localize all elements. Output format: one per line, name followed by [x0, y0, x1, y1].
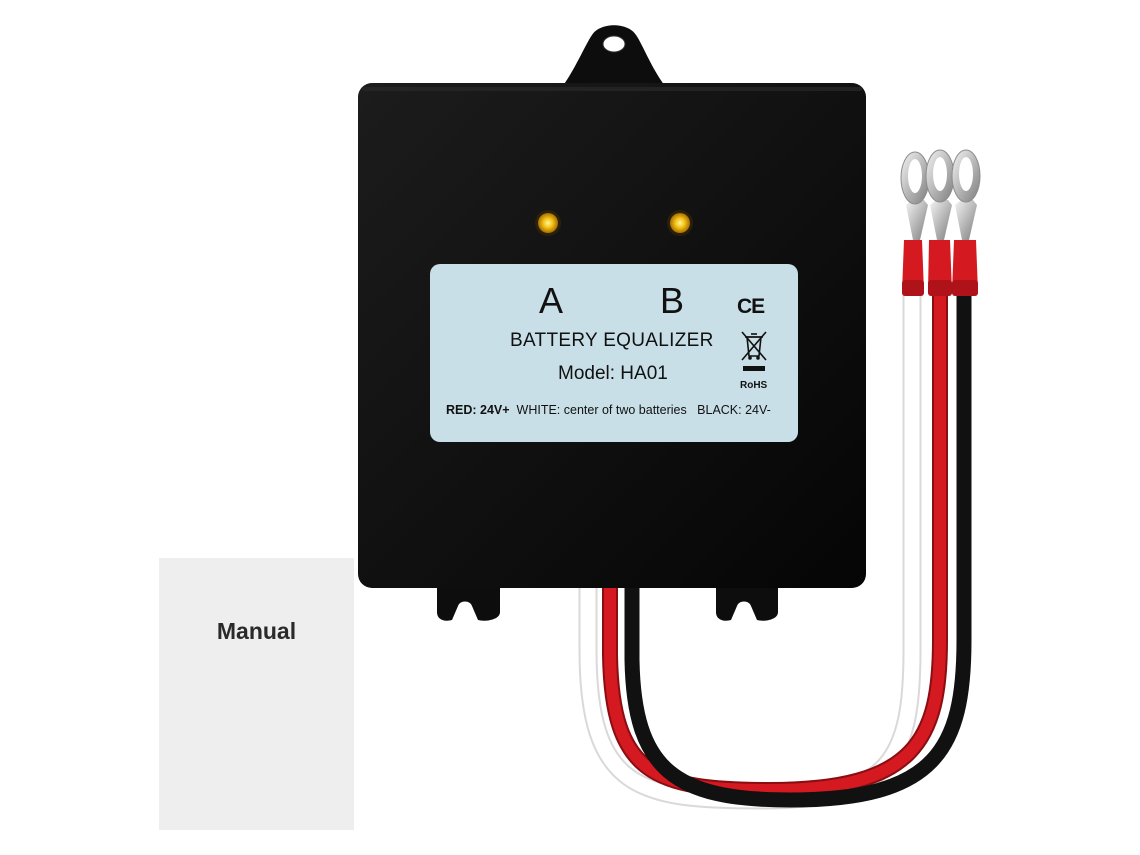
wiring-red: RED: 24V+	[446, 403, 510, 417]
wire-red	[602, 282, 948, 799]
mounting-tab-top	[560, 25, 668, 90]
weee-crossed-bin-icon	[741, 331, 767, 371]
product-title: BATTERY EQUALIZER	[510, 330, 714, 351]
ring-terminal-red	[925, 149, 955, 296]
model-number: Model: HA01	[558, 363, 668, 384]
indicator-a-label: A	[539, 280, 564, 321]
mounting-foot-left	[437, 580, 500, 621]
wiring-white: WHITE: center of two batteries	[516, 403, 687, 417]
wiring-legend: RED: 24V+ WHITE: center of two batteries…	[446, 403, 771, 417]
mounting-foot-right	[716, 580, 778, 621]
rohs-mark: RoHS	[740, 380, 768, 391]
manual-label: Manual	[216, 618, 297, 644]
led-indicator-a	[535, 210, 561, 236]
manual-booklet: Manual	[159, 558, 354, 830]
ce-mark: CE	[737, 295, 765, 318]
wire-black	[624, 282, 972, 808]
indicator-b-label: B	[660, 280, 685, 321]
ring-terminal-white	[900, 151, 930, 296]
wiring-black: BLACK: 24V-	[697, 403, 771, 417]
product-label: A B CE BATTERY EQUALIZER Model: HA01 RoH…	[430, 264, 798, 442]
ring-terminal-black	[951, 149, 981, 296]
led-indicator-b	[667, 210, 693, 236]
